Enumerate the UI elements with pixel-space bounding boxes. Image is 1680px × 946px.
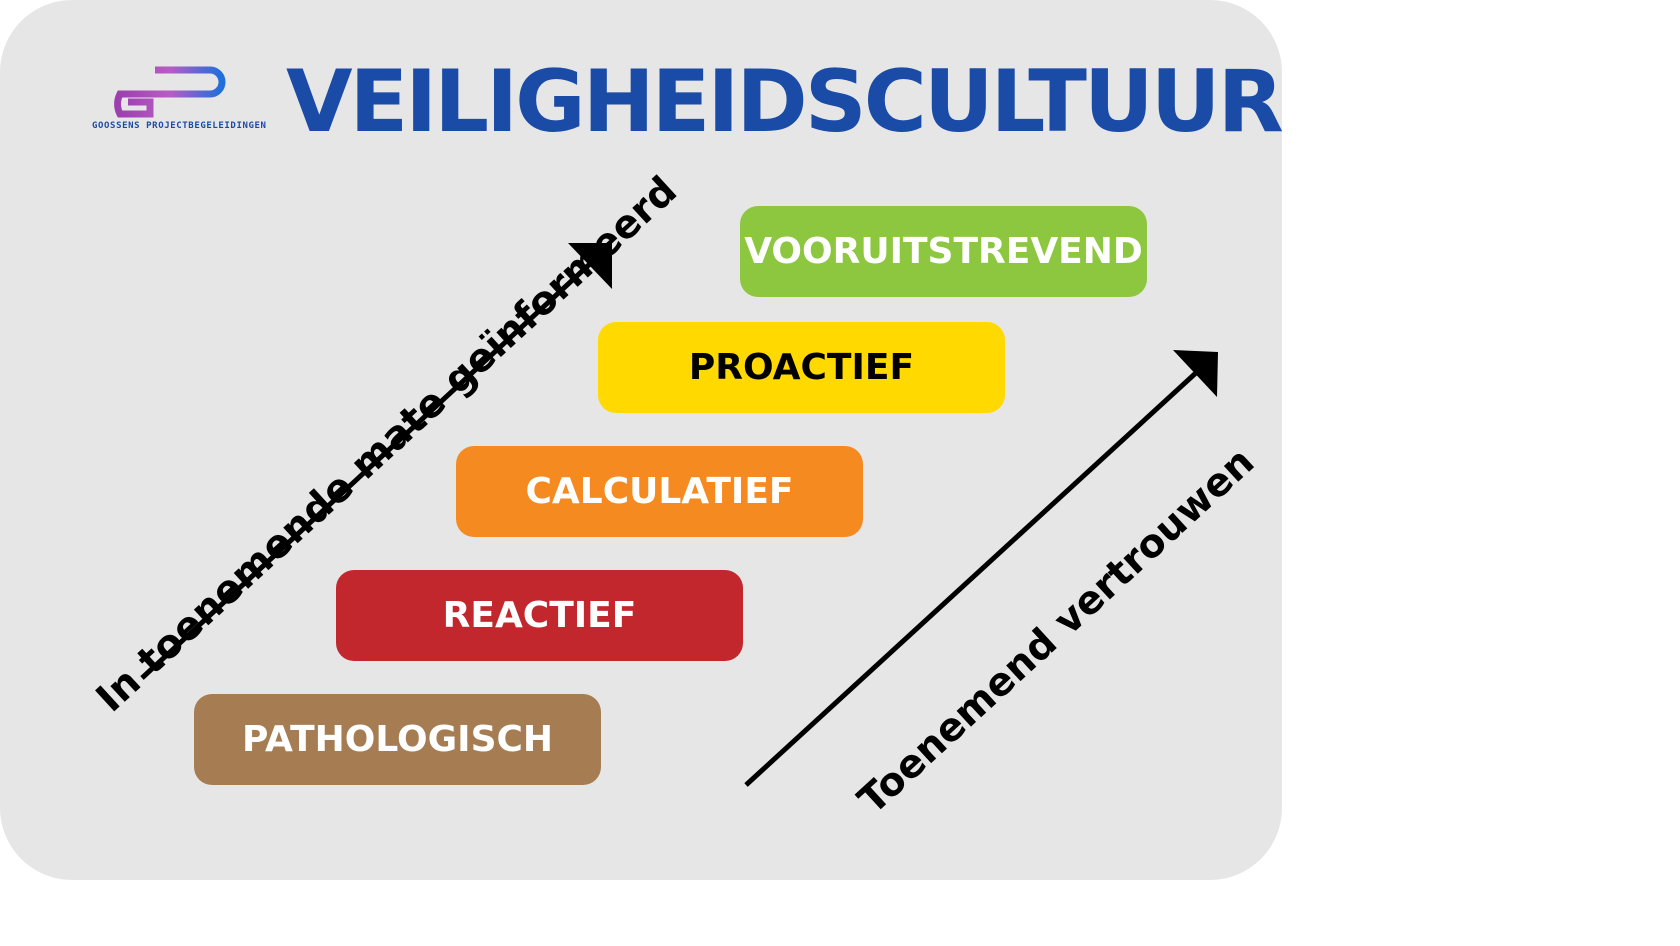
arrowhead-trust-icon	[1173, 350, 1218, 397]
level-calculatief: CALCULATIEF	[456, 446, 863, 537]
logo-icon	[114, 66, 226, 118]
arrow-informed	[140, 260, 594, 680]
level-pathologisch: PATHOLOGISCH	[194, 694, 601, 785]
page-title: VEILIGHEIDSCULTUUR	[286, 52, 1284, 152]
logo-text: GOOSSENS PROJECTBEGELEIDINGEN	[92, 121, 267, 131]
arrow-trust	[744, 369, 1200, 787]
level-vooruitstrevend: VOORUITSTREVEND	[740, 206, 1147, 297]
level-proactief: PROACTIEF	[598, 322, 1005, 413]
level-reactief: REACTIEF	[336, 570, 743, 661]
arrowhead-informed-icon	[568, 243, 612, 289]
